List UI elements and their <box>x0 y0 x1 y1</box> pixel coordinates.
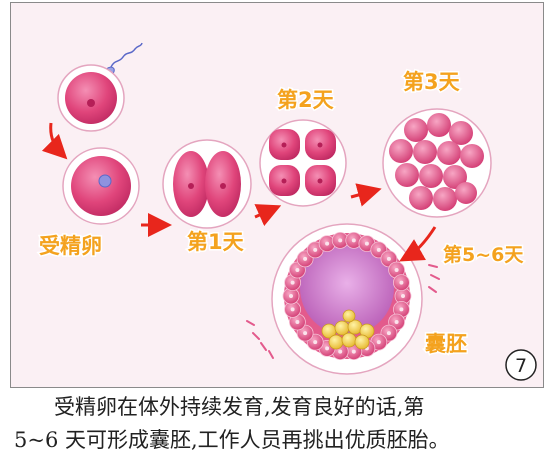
trophoblast-nucleus <box>338 238 343 243</box>
trophoblast-nucleus <box>338 349 343 354</box>
zygote-cell <box>62 147 140 225</box>
label-fertilized-egg: 受精卵 <box>39 234 102 258</box>
label-blastocyst: 囊胚 <box>424 332 467 356</box>
label-day5-6: 第5~6天 <box>443 243 524 266</box>
panel-number-badge: 7 <box>505 349 537 381</box>
trophoblast-nucleus <box>351 349 356 354</box>
trophoblast-nucleus <box>394 268 399 272</box>
label-day2: 第2天 <box>277 88 335 112</box>
trophoblast-nucleus <box>364 241 369 246</box>
trophoblast-nucleus <box>313 340 318 345</box>
egg-cell <box>57 64 125 132</box>
arrow-egg-to-zygote <box>41 122 68 160</box>
eight-cell-embryo <box>382 108 492 218</box>
trophoblast-nucleus <box>399 280 404 285</box>
caption-line-2: 5~6 天可形成囊胚,工作人员再挑出优质胚胎。 <box>14 428 450 452</box>
embryo-development-diagram: 受精卵 第1天 第2天 第3天 第5~6天 囊胚 7 <box>38 42 537 381</box>
trophoblast-nucleus <box>376 340 381 345</box>
arrow-day2-to-day3 <box>350 183 382 207</box>
arrow-day3-to-blastocyst <box>399 226 437 262</box>
inner-cell-mass <box>321 309 375 350</box>
trophoblast-nucleus <box>303 331 308 336</box>
trophoblast-nucleus <box>303 256 308 261</box>
four-cell-embryo <box>259 119 347 207</box>
panel-number: 7 <box>515 355 527 377</box>
trophoblast-nucleus <box>290 280 295 285</box>
trophoblast-nucleus <box>325 346 330 351</box>
sparkle-marks <box>246 264 440 359</box>
trophoblast-nucleus <box>401 294 405 298</box>
trophoblast-nucleus <box>386 256 391 261</box>
blastocyst-embryo <box>271 223 423 375</box>
illustration-panel: 受精卵 第1天 第2天 第3天 第5~6天 囊胚 7 <box>10 2 544 388</box>
trophoblast-nucleus <box>376 247 381 252</box>
trophoblast-nucleus <box>295 320 300 324</box>
label-day1: 第1天 <box>187 230 245 254</box>
trophoblast-nucleus <box>399 307 404 312</box>
trophoblast-nucleus <box>289 294 293 298</box>
trophoblast-nucleus <box>325 241 330 246</box>
arrow-day1-to-day2 <box>254 204 282 227</box>
trophoblast-nucleus <box>295 268 300 272</box>
trophoblast-nucleus <box>290 307 295 312</box>
label-day3: 第3天 <box>403 70 461 94</box>
caption: 受精卵在体外持续发育,发育良好的话,第 5~6 天可形成囊胚,工作人员再挑出优质… <box>14 391 544 457</box>
trophoblast-nucleus <box>386 331 391 336</box>
trophoblast-nucleus <box>313 247 318 252</box>
two-cell-embryo <box>162 139 252 229</box>
trophoblast-nucleus <box>394 320 399 324</box>
caption-line-1: 受精卵在体外持续发育,发育良好的话,第 <box>54 395 425 419</box>
trophoblast-nucleus <box>351 238 356 243</box>
